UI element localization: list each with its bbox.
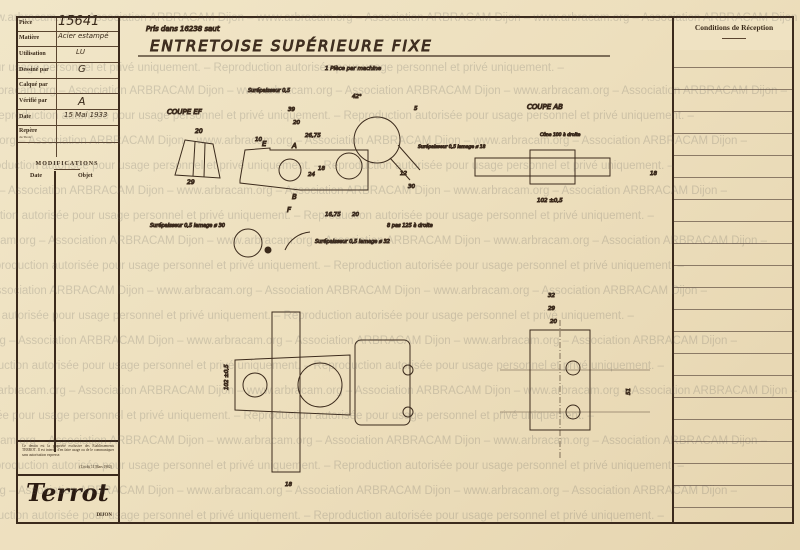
dim-label: 26,75 [305,133,321,139]
dim-label: 102 ±0,5 [224,364,230,390]
letter-e: E [262,140,267,148]
hole [278,158,302,182]
label: Utilisation [19,51,46,57]
dim-label: 20 [352,212,359,218]
signature: A [78,95,86,108]
label: Vérifié par [19,98,48,104]
dim-label: 32 [548,293,555,299]
dim-label: 20 [293,120,300,126]
divider [56,16,57,157]
label: Repère [19,128,38,134]
ownership-notice: Ce dessin est la propriété exclusive des… [22,444,114,457]
label: Pièce [19,20,33,26]
drawing-title: ENTRETOISE SUPÉRIEURE FIXE [150,36,433,55]
boss-circle [353,116,401,164]
detail-circle [233,228,263,258]
label: Date [19,114,31,120]
row-calque: Calqué par [16,78,118,94]
hole [335,152,363,180]
date-value: 15 Mai 1933 [64,111,108,119]
dim-label: 102 ±0,5 [537,198,563,204]
section-ab-label: COUPE AB [527,103,563,111]
sublabel: du Tiroir [19,135,32,139]
front-view-shaft [271,311,301,473]
utilisation: LU [76,48,86,56]
col-date: Date [30,173,42,179]
dim-label: 30 [408,184,415,190]
row-date: Date 15 Mai 1933 [16,110,118,126]
row-matiere: Matière Acier estampé [16,31,118,47]
logo-city: DIJON [96,513,112,518]
dim-label: 20 [550,319,557,325]
dim-label: 18 [285,482,292,488]
dim-label: 42° [352,94,362,100]
dim-label: 5 [414,106,418,112]
dim-label: 18 [318,166,325,172]
terrot-logo: Terrot [26,478,109,507]
bore-circle [297,362,343,408]
dim-label: 24 [308,172,315,178]
conditions-panel: Conditions de Réception [672,16,794,524]
dim-label: 16,75 [325,212,341,218]
dim-label: 39 [288,107,295,113]
label: Matière [19,35,40,41]
material: Acier estampé [58,32,109,40]
row-verifie: Vérifié par A [16,94,118,110]
note: Surépaisseur 0,5 lamage ø 18 [418,143,486,150]
ref-note: Pris dans 16238 saut [146,25,220,33]
dim-label: 12 [400,171,407,177]
row-dessine: Dessiné par G [16,63,118,79]
plan-view-outline [239,147,369,191]
sheet-border [16,16,794,524]
dim-label: 29 [187,179,195,186]
dim-label: 20 [195,128,203,135]
section-ef-shape [174,139,221,179]
note: Cône 100 à droite [540,131,581,138]
row-utilisation: Utilisation LU [16,47,118,63]
letter-b: B [292,193,297,201]
letter-a: A [291,142,297,150]
note: Surépaisseur 0,5 lamage ø 30 [150,222,225,229]
note: Surépaisseur 0,5 [248,87,290,94]
section-ab-body [474,157,611,177]
law-reference: (Loi du 11 Mars 1902) [79,465,112,469]
dim-label: 29 [548,306,555,312]
modifications: MODIFICATIONS Date Objet [16,157,118,452]
drawing-subtitle: 1 Pièce par machine [325,65,382,72]
note: Surépaisseur 0,5 lamage ø 32 [315,238,390,245]
dim-label: 18 [650,171,657,177]
modifications-title: MODIFICATIONS [35,161,99,167]
conditions-title: Conditions de Réception [674,16,794,50]
label: Dessiné par [19,67,49,73]
label: Calqué par [19,82,48,88]
section-ef-label: COUPE EF [167,108,203,116]
col-objet: Objet [78,173,93,179]
dim-label: 10 [255,137,262,143]
dim-label: 51 [626,388,632,395]
note: 8 pas 125 à droite [387,222,433,229]
letter-f: F [287,206,292,214]
signature: G [78,64,86,75]
